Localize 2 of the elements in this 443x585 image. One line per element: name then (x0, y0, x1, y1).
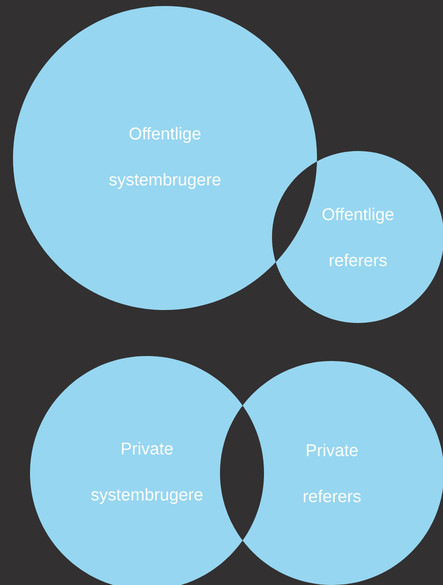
node-label: Private referers (304, 444, 361, 502)
node-label: Offentlige referers (322, 208, 394, 266)
